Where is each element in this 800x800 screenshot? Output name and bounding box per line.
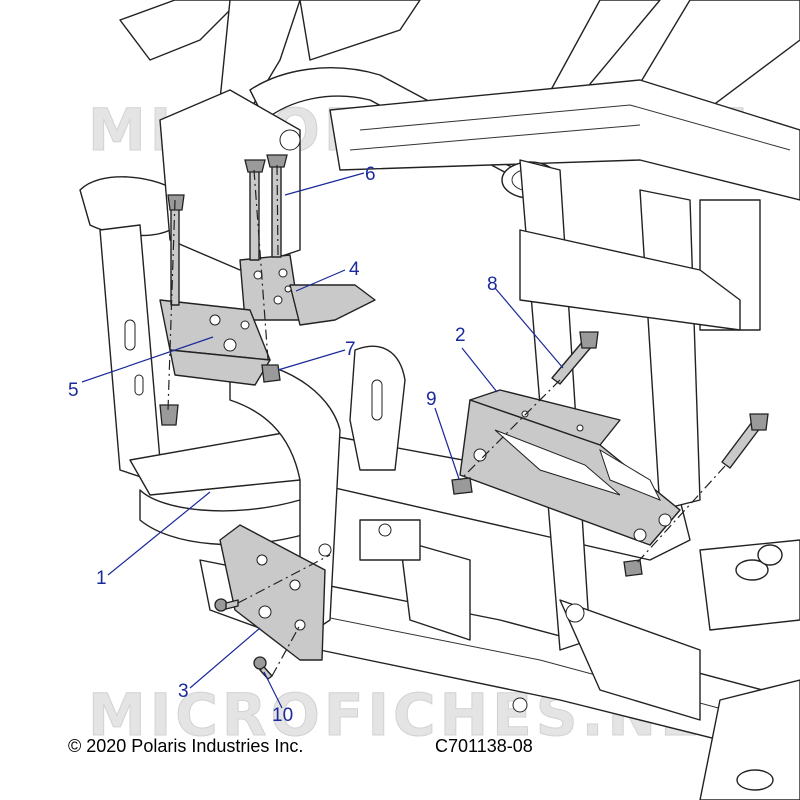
callout-leaders	[81, 172, 564, 709]
nut-part-7	[261, 364, 281, 383]
callout-10: 10	[272, 705, 293, 726]
callout-8: 8	[487, 274, 498, 295]
callout-5: 5	[68, 380, 79, 401]
spacer-lower	[623, 559, 643, 577]
callout-3: 3	[178, 681, 189, 702]
callout-1: 1	[96, 568, 107, 589]
callout-4: 4	[349, 259, 360, 280]
callout-2: 2	[455, 325, 466, 346]
spacer-part-9	[451, 477, 473, 495]
copyright-text: © 2020 Polaris Industries Inc.	[68, 736, 303, 756]
callout-7: 7	[345, 339, 356, 360]
skid-plate	[219, 524, 326, 661]
vehicle-frame	[79, 0, 800, 800]
assembly-axes	[167, 164, 726, 677]
upper-mount-bracket	[239, 154, 376, 326]
callout-9: 9	[426, 389, 437, 410]
support-bracket	[459, 389, 681, 546]
long-bolts-part-8	[551, 331, 769, 469]
lower-mount-bracket	[159, 194, 271, 426]
part-code: C701138-08	[435, 736, 533, 756]
callout-6: 6	[365, 164, 376, 185]
